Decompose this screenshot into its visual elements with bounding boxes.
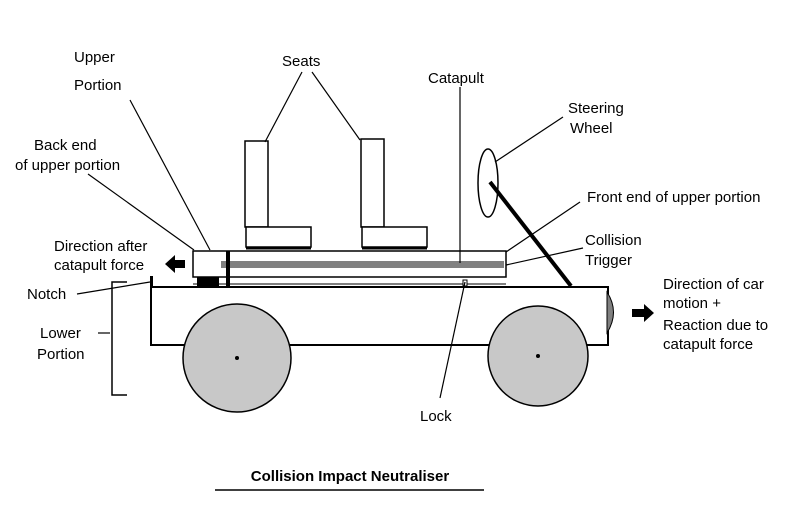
label-direction-car-2: motion + xyxy=(663,295,721,312)
seat-right xyxy=(360,138,428,250)
label-back-end-2: of upper portion xyxy=(15,157,120,174)
label-notch: Notch xyxy=(27,286,66,303)
lower-portion-bracket xyxy=(111,281,127,396)
label-steering-2: Wheel xyxy=(570,120,613,137)
label-upper-portion-2: Portion xyxy=(74,77,122,94)
front-bumper xyxy=(606,290,614,335)
label-direction-car-4: catapult force xyxy=(663,336,753,353)
notch-block xyxy=(197,277,219,286)
label-collision-2: Trigger xyxy=(585,252,632,269)
label-front-end: Front end of upper portion xyxy=(587,189,760,206)
label-upper-portion-1: Upper xyxy=(74,49,115,66)
label-direction-car-3: Reaction due to xyxy=(663,317,768,334)
label-back-end-1: Back end xyxy=(34,137,97,154)
label-lower-1: Lower xyxy=(40,325,81,342)
catapult-bar xyxy=(221,261,504,268)
steering-column xyxy=(488,180,573,288)
front-wheel xyxy=(487,305,589,407)
label-lock: Lock xyxy=(420,408,452,425)
label-steering-1: Steering xyxy=(568,100,624,117)
label-seats: Seats xyxy=(282,53,320,70)
arrow-right-icon xyxy=(632,304,654,322)
label-direction-after-1: Direction after xyxy=(54,238,147,255)
label-lower-2: Portion xyxy=(37,346,85,363)
steering-wheel xyxy=(477,148,499,218)
seat-left xyxy=(244,140,312,250)
leader-lines xyxy=(76,71,584,399)
label-catapult: Catapult xyxy=(428,70,485,87)
diagram-title: Collision Impact Neutraliser xyxy=(251,468,450,485)
notch-post xyxy=(150,276,153,288)
rear-wheel xyxy=(182,303,292,413)
arrow-left-icon xyxy=(165,255,185,273)
label-collision-1: Collision xyxy=(585,232,642,249)
label-direction-after-2: catapult force xyxy=(54,257,144,274)
label-direction-car-1: Direction of car xyxy=(663,276,764,293)
